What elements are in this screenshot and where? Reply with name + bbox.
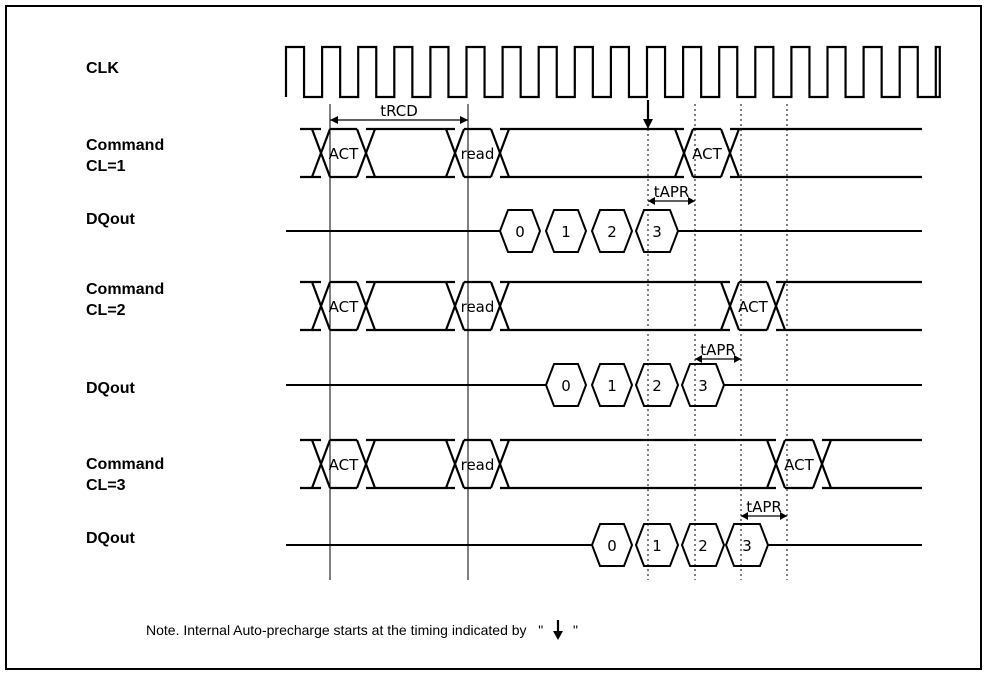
cmd3-segment-label: ACT xyxy=(784,456,814,474)
cmd3-segment-label: read xyxy=(461,456,495,474)
dq3-beat xyxy=(724,523,770,567)
dq1-beat xyxy=(498,209,542,253)
signal-label-cl3: CL=3 xyxy=(86,477,126,494)
dq3-beat-label: 2 xyxy=(698,537,708,555)
cmd2-segment-label: ACT xyxy=(738,298,768,316)
cmd1-bus-idle xyxy=(500,127,684,179)
dq3-beat-label: 3 xyxy=(742,537,752,555)
cmd1-segment xyxy=(673,127,741,179)
cmd1-bus-idle xyxy=(730,127,922,179)
dq2-beat xyxy=(634,363,680,407)
cmd2-segment-label: read xyxy=(461,298,495,316)
cmd3-segment xyxy=(310,438,377,490)
signal-label-command-cl1: Command xyxy=(86,137,165,154)
trcd-arrow-left xyxy=(330,116,338,124)
dq3-beat xyxy=(680,523,726,567)
dq2-beat-label: 3 xyxy=(698,377,708,395)
tapr-cl2-arrow-right xyxy=(734,355,741,363)
note-quote-close: " xyxy=(572,622,578,638)
tapr-cl3-label: tAPR xyxy=(746,498,782,516)
timing-diagram-frame xyxy=(5,5,982,670)
dq1-beat-label: 0 xyxy=(515,223,525,241)
cmd1-segment-label: ACT xyxy=(692,145,722,163)
dq3-beat-label: 1 xyxy=(652,537,662,555)
signal-label-cl1: CL=1 xyxy=(86,158,126,175)
cmd2-segment xyxy=(310,280,377,332)
tapr-cl3-arrow-left xyxy=(741,512,748,520)
cmd3-bus-idle xyxy=(366,438,455,490)
dq3-beat xyxy=(590,523,634,567)
tapr-cl2-label: tAPR xyxy=(700,341,736,359)
cmd1-bus-idle xyxy=(312,127,321,179)
cmd2-segment xyxy=(444,280,511,332)
clk-waveform xyxy=(284,45,941,99)
dq1-beat-label: 3 xyxy=(652,223,662,241)
tapr-cl3-arrow-right xyxy=(780,512,787,520)
cmd1-segment-label: read xyxy=(461,145,495,163)
dq3-beat xyxy=(634,523,680,567)
note: Note. Internal Auto-precharge starts at … xyxy=(146,619,578,641)
signal-label-dqout-3: DQout xyxy=(86,530,135,547)
signal-label-command-cl2: Command xyxy=(86,281,165,298)
cmd3-segment xyxy=(765,438,833,490)
signal-label-dqout-1: DQout xyxy=(86,211,135,228)
cmd3-segment-label: ACT xyxy=(329,456,359,474)
dq2-beat xyxy=(680,363,726,407)
dq1-beat xyxy=(590,209,634,253)
cmd3-lead xyxy=(300,438,312,490)
signal-label-cl2: CL=2 xyxy=(86,302,126,319)
cmd1-segment-label: ACT xyxy=(329,145,359,163)
dq2-beat-label: 0 xyxy=(561,377,571,395)
cmd2-segment-label: ACT xyxy=(329,298,359,316)
tapr-cl2-arrow-left xyxy=(695,355,702,363)
dq1-beat-label: 1 xyxy=(561,223,571,241)
dq2-beat xyxy=(590,363,634,407)
precharge-arrow-icon xyxy=(643,119,653,129)
trcd-label: tRCD xyxy=(380,102,418,120)
cmd2-segment xyxy=(719,280,787,332)
dq1-beat xyxy=(634,209,680,253)
down-arrow-icon xyxy=(553,620,564,640)
note-quote-open: " xyxy=(538,622,544,638)
trcd-arrow-right xyxy=(460,116,468,124)
cmd1-segment xyxy=(310,127,377,179)
cmd2-bus-idle xyxy=(312,280,321,332)
cmd2-bus-idle xyxy=(776,280,922,332)
cmd1-bus-idle xyxy=(366,127,455,179)
dq1-beat xyxy=(544,209,588,253)
signal-label-dqout-2: DQout xyxy=(86,380,135,397)
dq3-beat-label: 0 xyxy=(607,537,617,555)
cmd2-bus-idle xyxy=(366,280,455,332)
cmd3-segment xyxy=(444,438,511,490)
signal-label-clk: CLK xyxy=(86,60,119,77)
cmd2-bus-idle xyxy=(500,280,730,332)
tapr-cl1-arrow-left xyxy=(648,197,655,205)
cmd1-lead xyxy=(300,127,312,179)
tapr-cl1-label: tAPR xyxy=(654,183,690,201)
dq1-beat-label: 2 xyxy=(607,223,617,241)
tapr-cl1-arrow-right xyxy=(688,197,695,205)
dq2-beat-label: 2 xyxy=(652,377,662,395)
cmd3-bus-idle xyxy=(822,438,922,490)
cmd2-lead xyxy=(300,280,312,332)
signal-label-command-cl3: Command xyxy=(86,456,165,473)
cmd3-bus-idle xyxy=(500,438,776,490)
dq2-beat xyxy=(544,363,588,407)
cmd1-segment xyxy=(444,127,511,179)
dq2-beat-label: 1 xyxy=(607,377,617,395)
cmd3-bus-idle xyxy=(312,438,321,490)
note-text: Note. Internal Auto-precharge starts at … xyxy=(146,622,527,638)
